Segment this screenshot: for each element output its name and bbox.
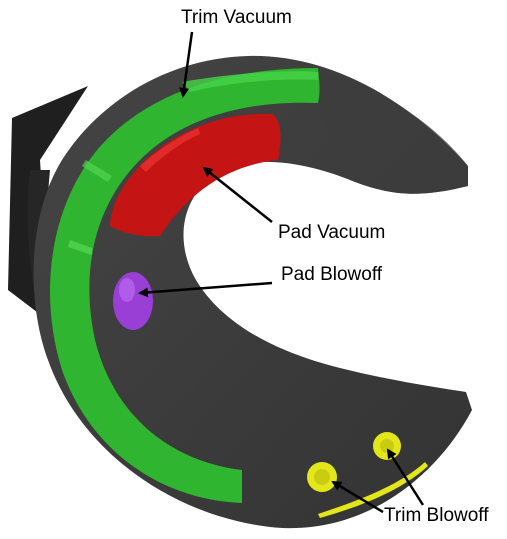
trim-blowoff-arrow-1 (331, 480, 384, 514)
pad-blowoff-port-highlight (119, 278, 135, 302)
pad-blowoff-port (113, 272, 153, 330)
pad-vacuum-label: Pad Vacuum (278, 222, 385, 243)
trim-blowoff-edge-strip (318, 462, 428, 518)
trim-vacuum-channel-highlight (182, 71, 318, 92)
trim-vacuum-arrow (179, 31, 194, 98)
pad-blowoff-arrow (138, 281, 273, 298)
pad-vacuum-highlight (140, 128, 200, 172)
trim-vacuum-ridge (68, 240, 92, 255)
pad-blowoff-label: Pad Blowoff (281, 264, 383, 285)
trim-blowoff-port-2-inner (380, 439, 394, 453)
plate-face-highlight (300, 68, 468, 194)
pad-vacuum-arrow (202, 166, 273, 223)
trim-vacuum-label: Trim Vacuum (181, 7, 292, 28)
trim-blowoff-port-1-inner (314, 469, 330, 485)
trim-vacuum-channel (49, 68, 320, 503)
trim-blowoff-arrow-2 (386, 448, 425, 506)
trim-blowoff-label: Trim Blowoff (384, 505, 489, 526)
plate-side (8, 86, 88, 322)
pad-vacuum-region (110, 113, 281, 237)
trim-vacuum-ridge-2 (82, 160, 112, 182)
